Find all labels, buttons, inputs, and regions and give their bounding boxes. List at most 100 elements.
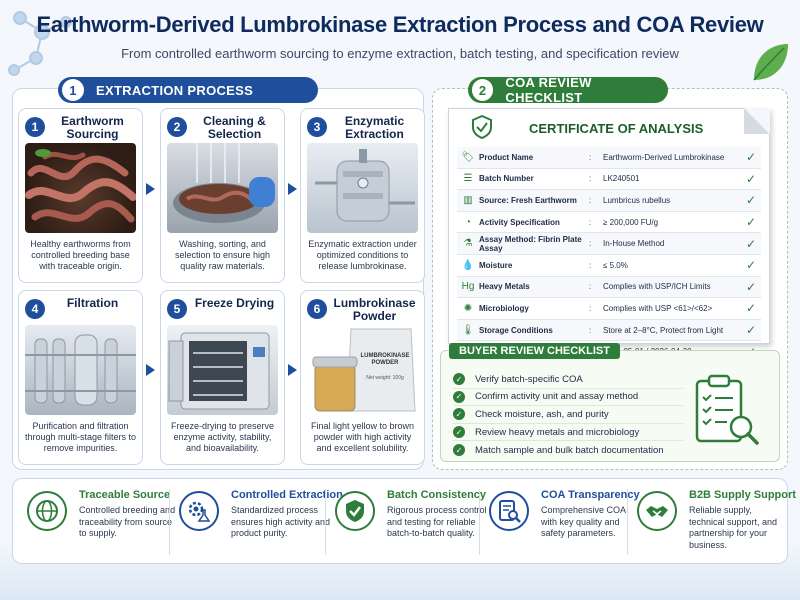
step-description: Purification and filtration through mult… (24, 421, 137, 453)
pouch-weight: Net weight: 100g (366, 375, 404, 381)
freeze-dryer-illustration (168, 332, 270, 410)
barcode-icon: ▥ (463, 194, 473, 206)
step-description: Freeze-drying to preserve enzyme activit… (170, 421, 275, 453)
arrow-right-icon (146, 364, 155, 376)
page-title: Earthworm-Derived Lumbrokinase Extractio… (36, 12, 764, 37)
step-filtration: 4 Filtration Purification and filtration… (18, 290, 143, 465)
step-title: Cleaning & Selection (203, 114, 266, 141)
coa-label: Product Name (479, 152, 534, 162)
coa-colon: : (589, 217, 592, 227)
buyer-checklist-item: ✓Match sample and bulk batch documentati… (453, 441, 683, 459)
coa-colon: : (589, 325, 592, 335)
coa-row: 💧Moisture:≤ 5.0%✓ (457, 255, 761, 277)
coa-colon: : (589, 195, 592, 205)
freeze-dryer-image (167, 325, 278, 415)
step-title: Lumbrokinase Powder (333, 296, 416, 323)
step-number: 5 (167, 299, 187, 319)
arrow-right-icon (288, 183, 297, 195)
list-icon: ☰ (463, 173, 473, 185)
coa-value: Lumbricus rubellus (603, 195, 671, 205)
step-number: 2 (167, 117, 187, 137)
certificate-of-analysis: CERTIFICATE OF ANALYSIS 🏷 Product Name: Ea… (448, 108, 770, 363)
feature-divider (479, 489, 480, 555)
coa-row: ◔Activity Specification:≥ 200,000 FU/g✓ (457, 212, 761, 234)
step-description: Healthy earthworms from controlled breed… (30, 239, 131, 271)
feature-divider (325, 489, 326, 555)
step-description: Final light yellow to brown powder with … (310, 421, 415, 453)
coa-section-header: 2 COA REVIEW CHECKLIST (468, 75, 668, 105)
washing-illustration (173, 143, 275, 223)
check-icon: ✓ (745, 193, 757, 208)
page-fold (744, 108, 770, 134)
feature-description: Rigorous process control and testing for… (387, 505, 487, 538)
page-header: Earthworm-Derived Lumbrokinase Extractio… (0, 4, 800, 61)
tag-icon: 🏷 (461, 151, 475, 163)
coa-value: In-House Method (603, 239, 665, 249)
step-freeze-drying: 5 Freeze Drying Freeze-drying to preserv… (160, 290, 285, 465)
step-title: Filtration (66, 296, 119, 310)
coa-label: Source: Fresh Earthworm (479, 195, 577, 205)
flask-icon: ⚗ (463, 238, 473, 250)
coa-label: Assay Method: Fibrin Plate Assay (479, 234, 582, 253)
check-icon: ✓ (745, 323, 757, 338)
washing-image (167, 143, 278, 233)
coa-value: ≤ 5.0% (603, 260, 628, 270)
hg-icon: Hg (461, 281, 475, 293)
feature-title: Controlled Extraction (231, 489, 343, 501)
microbe-icon: ✺ (463, 302, 473, 314)
coa-label: Batch Number (479, 174, 534, 184)
coa-colon: : (589, 303, 592, 313)
check-circle-icon: ✓ (453, 408, 465, 421)
step-cleaning-selection: 2 Cleaning & Selection Washing, sorting,… (160, 108, 285, 283)
extraction-tank-image (307, 143, 418, 233)
feature-title: Traceable Source (79, 489, 171, 501)
feature-title: Batch Consistency (387, 489, 487, 501)
step-description: Enzymatic extraction under optimized con… (308, 239, 417, 271)
section-number: 2 (472, 79, 494, 101)
globe-icon (27, 491, 67, 531)
clipboard-search-icon (695, 374, 759, 445)
check-icon: ✓ (745, 171, 757, 186)
coa-table: 🏷 Product Name: Earthworm-Derived Lumbroki… (457, 147, 761, 363)
section-label: EXTRACTION PROCESS (96, 82, 254, 98)
powder-product-image: LUMBROKINASE POWDER Net weight: 100g (307, 325, 418, 415)
buyer-checklist-item: ✓Review heavy metals and microbiology (453, 424, 683, 442)
check-icon: ✓ (745, 150, 757, 165)
tank-illustration (315, 149, 415, 222)
arrow-right-icon (288, 364, 297, 376)
feature-description: Reliable supply, technical support, and … (689, 505, 778, 550)
filtration-image (25, 325, 136, 415)
coa-value: ≥ 200,000 FU/g (603, 217, 659, 227)
coa-row: ⚗ Assay Method: Fibrin Plate Assay: In-Hou… (457, 233, 761, 255)
section-number: 1 (62, 79, 84, 101)
feature-divider (169, 489, 170, 555)
check-circle-icon: ✓ (453, 373, 465, 386)
check-icon: ✓ (745, 258, 757, 273)
feature-description: Comprehensive COA with key quality and s… (541, 505, 626, 538)
coa-colon: : (589, 152, 592, 162)
coa-row: ☰Batch Number:LK240501✓ (457, 169, 761, 191)
step-number: 1 (25, 117, 45, 137)
coa-value: Store at 2–8°C, Protect from Light (603, 325, 724, 335)
shield-check-icon (335, 491, 375, 531)
extraction-section-header: 1 EXTRACTION PROCESS (58, 77, 318, 103)
coa-label: Heavy Metals (479, 282, 530, 292)
feature-description: Standardized process ensures high activi… (231, 505, 331, 538)
coa-colon: : (589, 282, 592, 292)
feature-title: COA Transparency (541, 489, 640, 501)
earthworms-image (25, 143, 136, 233)
coa-value: Complies with USP/ICH Limits (603, 282, 711, 292)
buyer-item-text: Review heavy metals and microbiology (475, 426, 640, 438)
coa-value: Earthworm-Derived Lumbrokinase (603, 152, 725, 162)
handshake-icon (637, 491, 677, 531)
coa-label: Microbiology (479, 303, 529, 313)
leaf-decoration-icon (753, 44, 788, 81)
shield-check-icon (472, 115, 492, 139)
coa-colon: : (589, 239, 592, 249)
coa-title: CERTIFICATE OF ANALYSIS (529, 121, 704, 136)
check-circle-icon: ✓ (453, 390, 465, 403)
document-search-icon (489, 491, 529, 531)
